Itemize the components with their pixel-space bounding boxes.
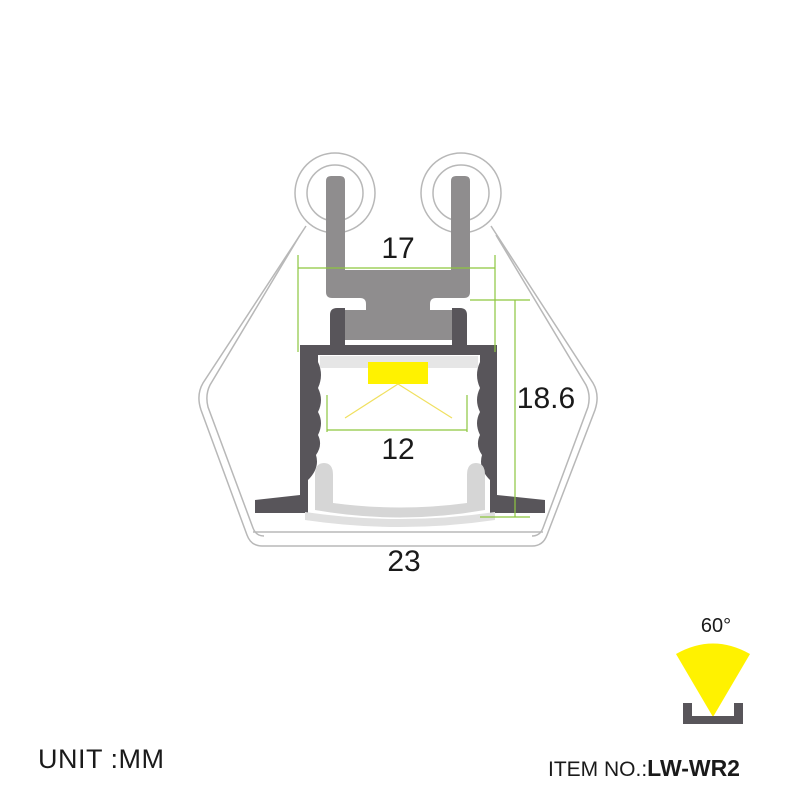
led-beam-lines (344, 383, 453, 419)
dimension-bottom-width: 23 (387, 545, 420, 578)
unit-label: UNIT :MM (38, 744, 165, 774)
dimension-inner-width: 12 (381, 433, 414, 466)
dimension-top-width: 17 (381, 232, 414, 265)
item-number-prefix: ITEM NO.: (548, 758, 648, 781)
item-number: ITEM NO.:LW-WR2 (548, 755, 740, 782)
dimension-lines (297, 255, 530, 518)
beam-angle-label: 60° (701, 615, 731, 637)
diffuser-lens (305, 512, 495, 527)
beam-angle-icon (676, 643, 750, 724)
led-chip (368, 362, 428, 384)
dimension-height: 18.6 (517, 382, 575, 415)
aluminum-profile (255, 308, 545, 513)
diffuser (315, 463, 485, 518)
item-number-code: LW-WR2 (647, 755, 740, 781)
